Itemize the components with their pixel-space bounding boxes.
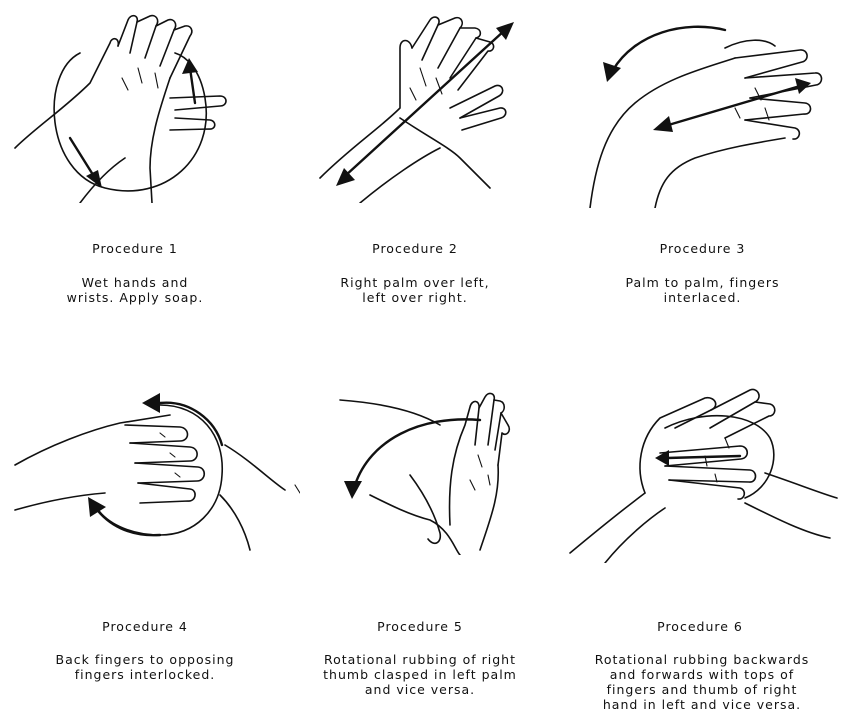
procedure-6-description: Rotational rubbing backwards and forward… (562, 652, 842, 712)
palm-to-palm-icon (575, 8, 830, 208)
illustration-procedure-2 (300, 8, 530, 203)
illustration-procedure-3 (575, 8, 830, 208)
procedure-5-description: Rotational rubbing of right thumb claspe… (290, 652, 550, 697)
illustration-procedure-4 (10, 385, 300, 555)
procedure-4-title: Procedure 4 (0, 619, 290, 634)
illustration-procedure-1 (10, 8, 260, 203)
illustration-procedure-6 (565, 378, 840, 563)
illustration-procedure-5 (330, 385, 540, 555)
procedure-1-title: Procedure 1 (10, 241, 260, 256)
procedure-4-description: Back fingers to opposing fingers interlo… (0, 652, 290, 682)
palm-over-back-icon (300, 8, 530, 203)
procedure-2-description: Right palm over left, left over right. (290, 275, 540, 305)
procedure-3-description: Palm to palm, fingers interlaced. (575, 275, 830, 305)
procedure-2-title: Procedure 2 (290, 241, 540, 256)
procedure-6-title: Procedure 6 (570, 619, 830, 634)
procedure-3-title: Procedure 3 (575, 241, 830, 256)
wet-hands-icon (10, 8, 260, 203)
back-fingers-icon (10, 385, 300, 555)
thumb-rub-icon (330, 385, 540, 555)
procedure-1-description: Wet hands and wrists. Apply soap. (10, 275, 260, 305)
procedure-5-title: Procedure 5 (295, 619, 545, 634)
fingertip-rub-icon (565, 378, 840, 563)
